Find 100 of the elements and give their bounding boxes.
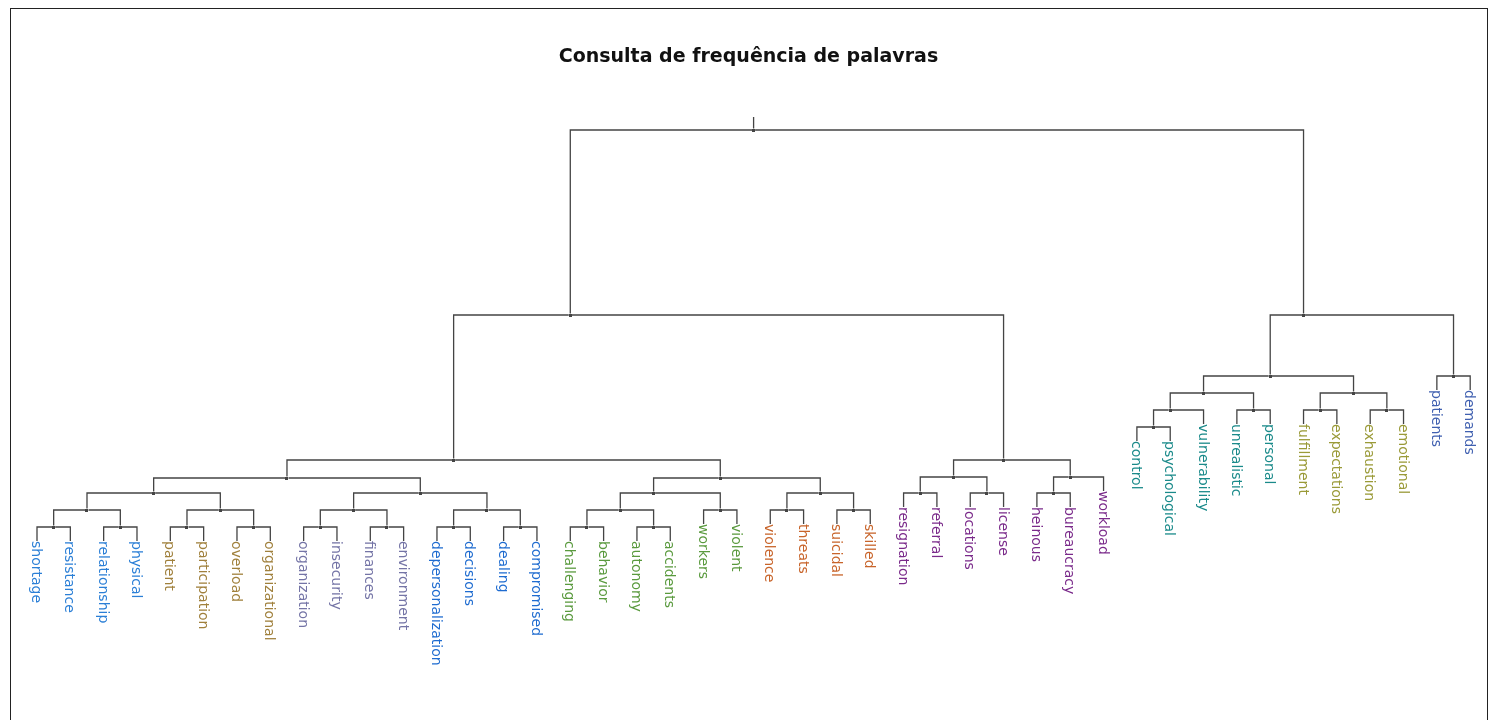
word-label: resignation — [895, 507, 912, 586]
connector-line — [921, 492, 938, 508]
connector-line — [286, 459, 453, 478]
connector-line — [1004, 459, 1071, 477]
word-label: physical — [129, 541, 145, 599]
connector-line — [636, 526, 653, 542]
word-label: workers — [695, 524, 712, 580]
connector-line — [1052, 476, 1070, 493]
chart-title: Consulta de frequência de palavras — [557, 44, 940, 66]
connector-line — [1236, 409, 1253, 425]
word-label: demands — [1462, 390, 1479, 455]
junction-point — [52, 525, 56, 529]
connector-line — [769, 509, 787, 525]
junction-point — [1252, 408, 1256, 412]
connector-line — [1304, 314, 1455, 376]
connector-line — [421, 492, 488, 510]
junction-point — [985, 491, 989, 495]
junction-point — [785, 508, 789, 512]
junction-point — [352, 508, 356, 512]
connector-line — [319, 509, 353, 527]
connector-line — [154, 492, 221, 510]
word-label: compromised — [528, 541, 545, 637]
word-label: fulfillment — [1295, 424, 1312, 495]
connector-line — [1202, 375, 1270, 393]
junction-point — [568, 313, 572, 317]
connector-line — [1204, 392, 1255, 410]
connector-line — [1302, 409, 1320, 425]
connector-line — [287, 477, 421, 493]
connector-line — [621, 509, 655, 527]
word-label: license — [995, 507, 1012, 556]
junction-point — [1302, 313, 1306, 317]
connector-line — [754, 129, 1305, 315]
connector-line — [1169, 392, 1203, 410]
junction-point — [518, 525, 522, 529]
word-label: shortage — [29, 541, 45, 604]
connector-line — [1319, 392, 1353, 410]
junction-point — [618, 508, 622, 512]
junction-point — [252, 525, 256, 529]
connector-line — [1269, 314, 1303, 376]
connector-line — [721, 477, 821, 493]
connector-line — [619, 492, 653, 510]
connector-line — [654, 492, 721, 510]
word-label: heinous — [1028, 507, 1045, 562]
junction-point — [918, 491, 922, 495]
word-label: overload — [228, 541, 245, 603]
connector-line — [1136, 426, 1153, 442]
word-label: unrealistic — [1228, 424, 1245, 497]
connector-line — [53, 509, 87, 527]
word-label: depersonalization — [428, 541, 445, 666]
connector-line — [1152, 409, 1170, 427]
connector-line — [487, 509, 521, 527]
connector-line — [752, 116, 755, 130]
connector-line — [453, 509, 487, 527]
connector-line — [187, 526, 205, 542]
word-label: decisions — [462, 541, 479, 606]
connector-line — [954, 476, 988, 493]
word-label: expectations — [1328, 424, 1345, 515]
junction-point — [1318, 408, 1322, 412]
word-label: insecurity — [328, 541, 345, 610]
word-label: threats — [795, 524, 812, 574]
word-label: finances — [362, 541, 379, 600]
junction-point — [318, 525, 322, 529]
connector-line — [169, 526, 187, 542]
connector-line — [436, 526, 453, 542]
word-label: behavior — [595, 541, 612, 603]
word-label: organization — [295, 541, 312, 629]
word-label: suicidal — [828, 524, 845, 577]
junction-point — [452, 525, 456, 529]
connector-line — [919, 476, 953, 493]
connector-line — [702, 509, 720, 525]
junction-point — [1002, 458, 1006, 462]
connector-line — [521, 526, 538, 542]
connector-line — [303, 526, 320, 542]
junction-point — [1385, 408, 1389, 412]
connector-line — [87, 509, 121, 527]
word-label: control — [1128, 441, 1145, 490]
junction-point — [385, 525, 389, 529]
word-label: environment — [395, 541, 412, 631]
word-label: violent — [728, 524, 745, 572]
junction-point — [585, 525, 589, 529]
junction-point — [1168, 408, 1172, 412]
junction-point — [285, 476, 289, 480]
word-label: autonomy — [628, 541, 645, 612]
connector-line — [787, 509, 805, 525]
connector-line — [1369, 409, 1386, 425]
connector-line — [454, 459, 721, 478]
junction-point — [185, 525, 189, 529]
junction-point — [1068, 475, 1072, 479]
word-label: bureaucracy — [1062, 507, 1079, 595]
connector-line — [1321, 409, 1338, 425]
connector-line — [36, 526, 53, 542]
connector-line — [86, 492, 153, 510]
connector-line — [236, 526, 253, 542]
connector-line — [1054, 492, 1071, 508]
word-label: emotional — [1395, 424, 1412, 495]
connector-line — [1254, 409, 1271, 425]
connector-line — [969, 492, 987, 508]
connector-line — [587, 526, 605, 542]
junction-point — [218, 508, 222, 512]
connector-line — [54, 526, 71, 542]
